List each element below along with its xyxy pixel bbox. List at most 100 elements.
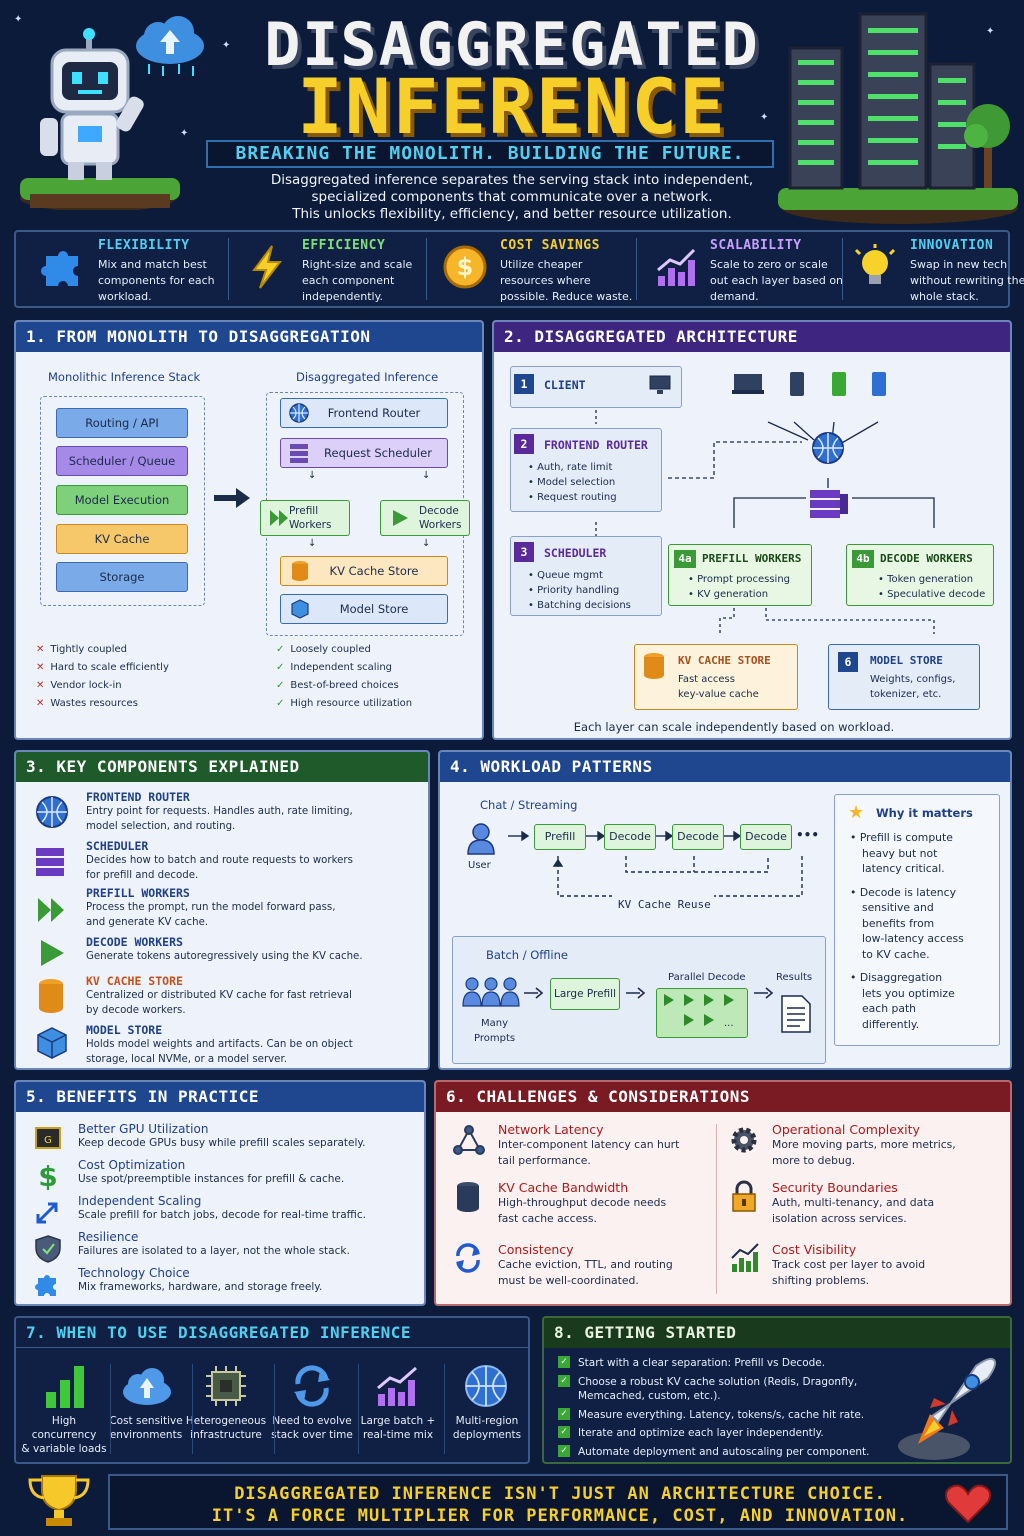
step-item: ✓Choose a robust KV cache solution (Redi… <box>558 1374 878 1404</box>
cube-icon <box>291 599 309 619</box>
item-desc: Scale prefill for batch jobs, decode for… <box>78 1209 366 1221</box>
check-icon: ✓ <box>558 1426 570 1438</box>
chat-step-decode: Decode <box>604 824 656 850</box>
model-store-label: MODEL STORE <box>870 654 943 667</box>
check-icon: ✓ <box>558 1356 570 1368</box>
cube-icon <box>37 1027 67 1059</box>
dis-model: Model Store <box>280 594 448 624</box>
benefit-cost-savings: $ COST SAVINGS Utilize cheaper resources… <box>434 232 640 306</box>
puzzle-icon <box>35 1275 56 1296</box>
bullet-item: • Model selection <box>528 477 616 488</box>
check-icon: ✓ <box>276 662 285 673</box>
robot-illustration <box>20 28 180 210</box>
bullet-item: • KV generation <box>688 589 769 600</box>
benefit-desc: Mix and match best components for each w… <box>98 258 215 303</box>
arrow-right-icon <box>754 987 774 999</box>
item-name: Technology Choice <box>78 1266 190 1280</box>
label-line: environments <box>109 1429 183 1441</box>
bullet-item: • Batching decisions <box>528 600 631 611</box>
kv-store-desc: Fast access key-value cache <box>678 672 759 702</box>
lightning-icon <box>252 245 283 289</box>
lightbulb-icon <box>854 244 896 284</box>
pro-item: ✓Loosely coupled <box>276 642 412 657</box>
desc-line: Inter-component latency can hurt <box>498 1138 680 1151</box>
benefit-title: SCALABILITY <box>710 238 802 253</box>
component-name: KV CACHE STORE <box>86 974 183 988</box>
benefit-efficiency: EFFICIENCY Right-size and scale each com… <box>236 232 442 306</box>
frontend-box <box>510 428 662 512</box>
tagline: BREAKING THE MONOLITH. BUILDING THE FUTU… <box>206 140 774 168</box>
pro-text: Independent scaling <box>290 662 393 673</box>
pros-list: ✓Loosely coupled ✓Independent scaling ✓B… <box>276 642 412 711</box>
why-line: Decode is latency <box>859 885 956 899</box>
step-number: 4a <box>674 550 696 568</box>
star-icon: ★ <box>848 802 865 823</box>
benefit-flexibility: FLEXIBILITY Mix and match best component… <box>32 232 238 306</box>
step-line: Memcached, custom, etc.). <box>578 1390 721 1402</box>
arrow-right-icon <box>626 987 646 999</box>
con-text: Vendor lock-in <box>50 680 122 691</box>
trend-chart-icon <box>377 1366 417 1406</box>
database-icon <box>292 561 308 581</box>
star-icon: ✦ <box>14 14 23 25</box>
desc-line: shifting problems. <box>772 1274 870 1287</box>
pro-item: ✓ Independent scaling <box>276 660 412 675</box>
pro-text: Best-of-breed choices <box>290 680 399 691</box>
benefits-strip: FLEXIBILITY Mix and match best component… <box>14 230 1024 308</box>
desc-line: must be well-coordinated. <box>498 1274 639 1287</box>
step-line: Measure everything. Latency, tokens/s, c… <box>578 1408 865 1421</box>
component-name: FRONTEND ROUTER <box>86 790 190 804</box>
panel-architecture: 2. DISAGGREGATED ARCHITECTURE 1 CLIENT 2… <box>492 320 1012 740</box>
parallel-decode-label: Parallel Decode <box>668 972 746 983</box>
bullet-text: Model selection <box>537 477 616 488</box>
star-icon: ✦ <box>222 40 231 51</box>
step-item: ✓Start with a clear separation: Prefill … <box>558 1356 878 1371</box>
bullet-item: • Request routing <box>528 492 617 503</box>
star-icon: ✦ <box>760 112 769 123</box>
intro-text: Disaggregated inference separates the se… <box>220 172 804 223</box>
benefit-scalability: SCALABILITY Scale to zero or scale out e… <box>644 232 850 306</box>
panel-title: 8. GETTING STARTED <box>544 1318 1010 1348</box>
step-number: 6 <box>838 652 858 672</box>
svg-text:$: $ <box>457 253 474 281</box>
con-item: ✕Tightly coupled <box>36 642 169 657</box>
divider <box>636 238 637 300</box>
pro-item: ✓Best-of-breed choices <box>276 678 412 693</box>
item-name: Security Boundaries <box>772 1180 898 1195</box>
svg-text:G: G <box>44 1135 52 1146</box>
desc-line: tail performance. <box>498 1154 591 1167</box>
component-desc: Decides how to batch and route requests … <box>86 853 426 883</box>
architecture-footer: Each layer can scale independently based… <box>573 720 895 734</box>
panel-getting-started: 8. GETTING STARTED ✓Start with a clear s… <box>542 1316 1012 1464</box>
label-line: infrastructure <box>190 1429 262 1441</box>
benefit-title: INNOVATION <box>910 238 994 253</box>
chat-title: Chat / Streaming <box>480 798 578 812</box>
scheduler-label: SCHEDULER <box>544 546 607 560</box>
chat-step-decode: Decode <box>740 824 792 850</box>
desc-line: Fast access <box>678 674 735 685</box>
client-devices-icon <box>732 372 886 396</box>
desc-line: More moving parts, more metrics, <box>772 1138 956 1151</box>
panel-title: 2. DISAGGREGATED ARCHITECTURE <box>494 322 1010 352</box>
check-icon: ✓ <box>276 698 285 709</box>
divider <box>716 1124 717 1294</box>
frontend-label: FRONTEND ROUTER <box>544 438 648 452</box>
component-name: SCHEDULER <box>86 839 149 853</box>
label-line: Prompts <box>474 1033 516 1044</box>
footer-banner: DISAGGREGATED INFERENCE ISN'T JUST AN AR… <box>108 1474 1008 1530</box>
step-line: Iterate and optimize each layer independ… <box>578 1427 824 1439</box>
kv-reuse-label: KV Cache Reuse <box>618 898 711 911</box>
desc-line: key-value cache <box>678 689 759 700</box>
item-desc: More moving parts, more metrics,more to … <box>772 1137 1004 1169</box>
server-stack-icon <box>810 490 848 518</box>
bullet-item: • Queue mgmt <box>528 570 603 581</box>
when-item: High concurrency& variable loads <box>20 1414 108 1456</box>
